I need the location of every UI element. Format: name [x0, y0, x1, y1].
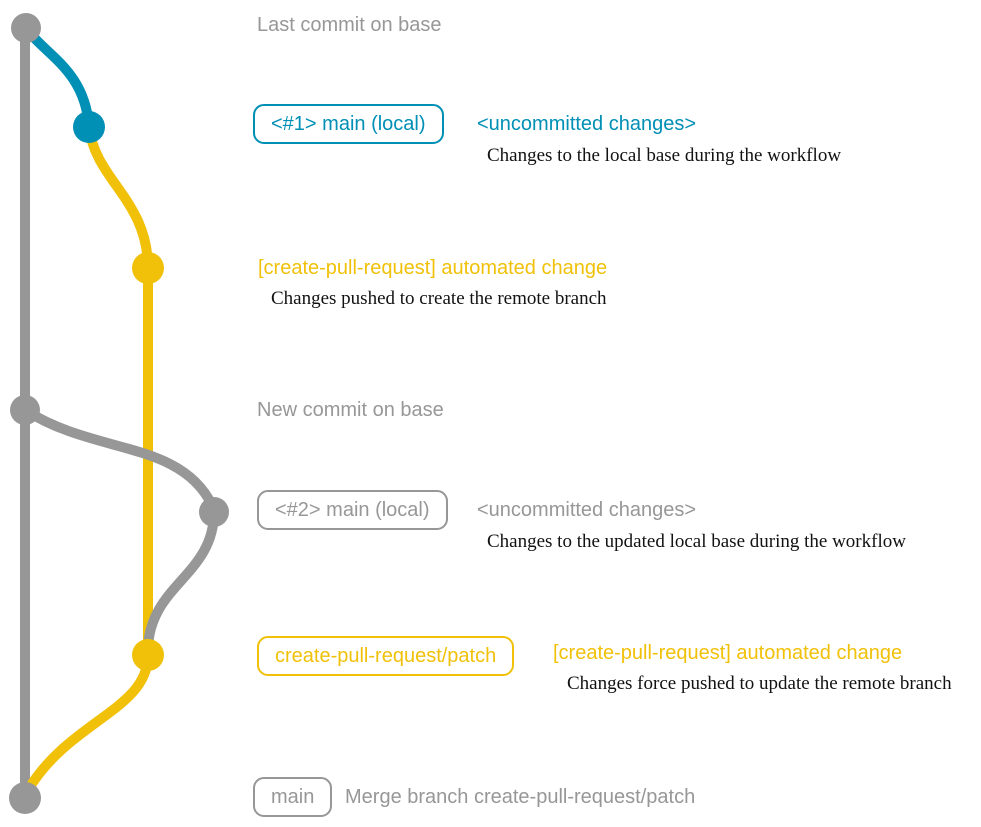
- automated-change-description-1: Changes pushed to create the remote bran…: [271, 288, 607, 309]
- branch-tag-main: main: [253, 777, 333, 817]
- commit-node-uncommitted-1: [73, 111, 105, 143]
- branch-tag-main-local-2: <#2> main (local): [257, 490, 448, 530]
- commit-node-patch-2: [132, 639, 164, 671]
- commit-node-last-base: [11, 13, 41, 43]
- commit-node-new-base: [10, 395, 40, 425]
- uncommitted-changes-description-1: Changes to the local base during the wor…: [487, 145, 842, 166]
- new-commit-on-base-label: New commit on base: [257, 399, 444, 421]
- automated-change-message-2: [create-pull-request] automated change: [553, 642, 903, 664]
- branch-tag-main-local-1: <#1> main (local): [253, 104, 444, 144]
- updated-local-branch-curve: [20, 405, 217, 510]
- patch-branch-out-curve: [84, 122, 153, 273]
- merge-branch-message: Merge branch create-pull-request/patch: [345, 786, 696, 808]
- merge-to-base-curve: [23, 650, 153, 795]
- uncommitted-changes-message-1: <uncommitted changes>: [477, 113, 697, 135]
- force-push-curve: [143, 507, 219, 653]
- uncommitted-changes-description-2: Changes to the updated local base during…: [487, 531, 906, 552]
- uncommitted-changes-message-2: <uncommitted changes>: [477, 499, 697, 521]
- commit-node-uncommitted-2: [199, 497, 229, 527]
- automated-change-description-2: Changes force pushed to update the remot…: [567, 673, 952, 694]
- commit-node-patch-1: [132, 252, 164, 284]
- automated-change-message-1: [create-pull-request] automated change: [258, 257, 608, 279]
- last-commit-on-base-label: Last commit on base: [257, 14, 442, 36]
- branch-tag-create-pull-request-patch: create-pull-request/patch: [257, 636, 515, 676]
- local-main-branch-curve: [21, 23, 94, 132]
- commit-node-merge: [9, 782, 41, 814]
